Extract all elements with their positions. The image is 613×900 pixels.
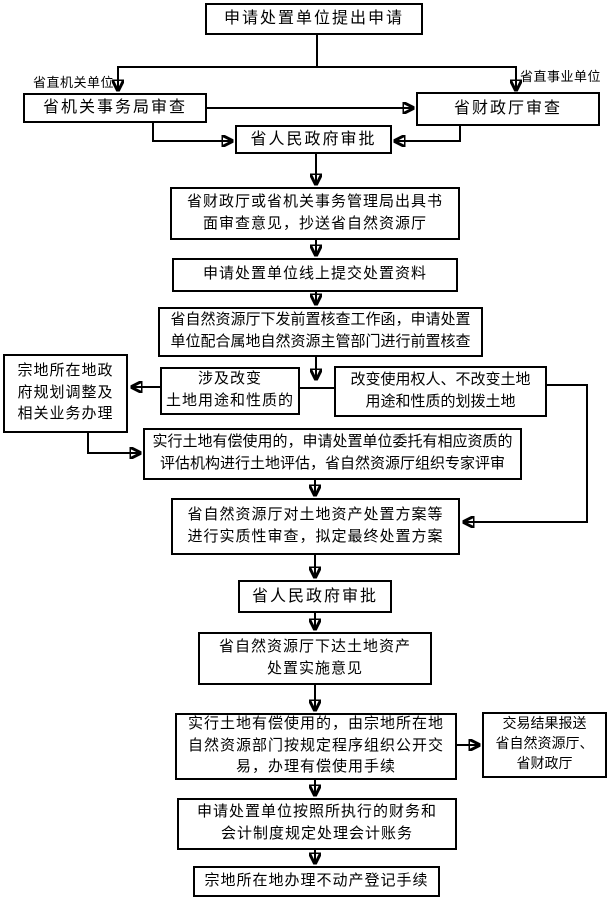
arrow-finance-to-gov1 xyxy=(395,126,461,141)
arrow-plotgov-to-evaluation xyxy=(87,433,140,453)
node-finance-dept-review: 省财政厅审查 xyxy=(416,92,600,126)
branch-label-right: 省直事业单位 xyxy=(520,69,602,84)
node-transaction-report: 交易结果报送 省自然资源厅、 省财政厅 xyxy=(482,712,607,778)
arrow-org-to-gov1 xyxy=(152,123,232,141)
arrow-nochange-to-substantive xyxy=(464,384,588,522)
node-accounting: 申请处置单位按照所执行的财务和 会计制度规定处理会计账务 xyxy=(177,798,457,850)
branch-label-left: 省直机关单位 xyxy=(33,75,115,90)
node-registration: 宗地所在地办理不动产登记手续 xyxy=(193,866,440,897)
node-gov-approval-2: 省人民政府审批 xyxy=(238,580,392,613)
node-allocation-no-change-case: 改变使用权人、不改变土地 用途和性质的划拨土地 xyxy=(334,366,547,417)
node-substantive-review: 省自然资源厅对土地资产处置方案等 进行实质性审查，拟定最终处置方案 xyxy=(171,498,460,555)
node-pre-check: 省自然资源厅下发前置核查工作函，申请处置 单位配合属地自然资源主管部门进行前置核… xyxy=(158,307,483,357)
node-org-affairs-review: 省机关事务局审查 xyxy=(23,93,207,123)
node-gov-approval-1: 省人民政府审批 xyxy=(235,125,392,154)
node-plot-gov-planning: 宗地所在地政 府规划调整及 相关业务办理 xyxy=(3,354,128,433)
node-land-evaluation: 实行土地有偿使用的，申请处置单位委托有相应资质的 评估机构进行土地评估，省自然资… xyxy=(143,428,522,480)
node-apply-request: 申请处置单位提出申请 xyxy=(205,3,423,35)
node-implementation-opinion: 省自然资源厅下达土地资产 处置实施意见 xyxy=(198,632,432,685)
node-open-transaction: 实行土地有偿使用的，由宗地所在地 自然资源部门按规定程序组织公开交 易，办理有偿… xyxy=(175,713,457,780)
node-change-use-case: 涉及改变 土地用途和性质的 xyxy=(160,367,300,415)
node-online-submit: 申请处置单位线上提交处置资料 xyxy=(172,258,458,292)
node-written-opinion: 省财政厅或省机关事务管理局出具书 面审查意见，抄送省自然资源厅 xyxy=(170,187,460,240)
